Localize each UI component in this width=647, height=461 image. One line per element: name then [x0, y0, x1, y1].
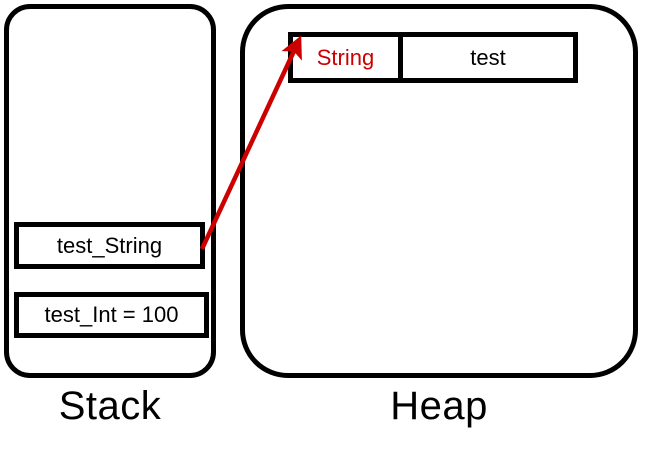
- stack-slot-test-string: test_String: [14, 222, 205, 269]
- heap-object-type-cell: String: [293, 37, 403, 78]
- heap-caption: Heap: [390, 384, 488, 428]
- stack-slot-test-int: test_Int = 100: [14, 292, 209, 338]
- stack-slot-label: test_String: [56, 232, 163, 258]
- heap-object-string: String test: [288, 32, 578, 83]
- stack-slot-label: test_Int = 100: [44, 302, 179, 327]
- heap-object-value-cell: test: [470, 44, 506, 70]
- stack-caption: Stack: [58, 384, 162, 428]
